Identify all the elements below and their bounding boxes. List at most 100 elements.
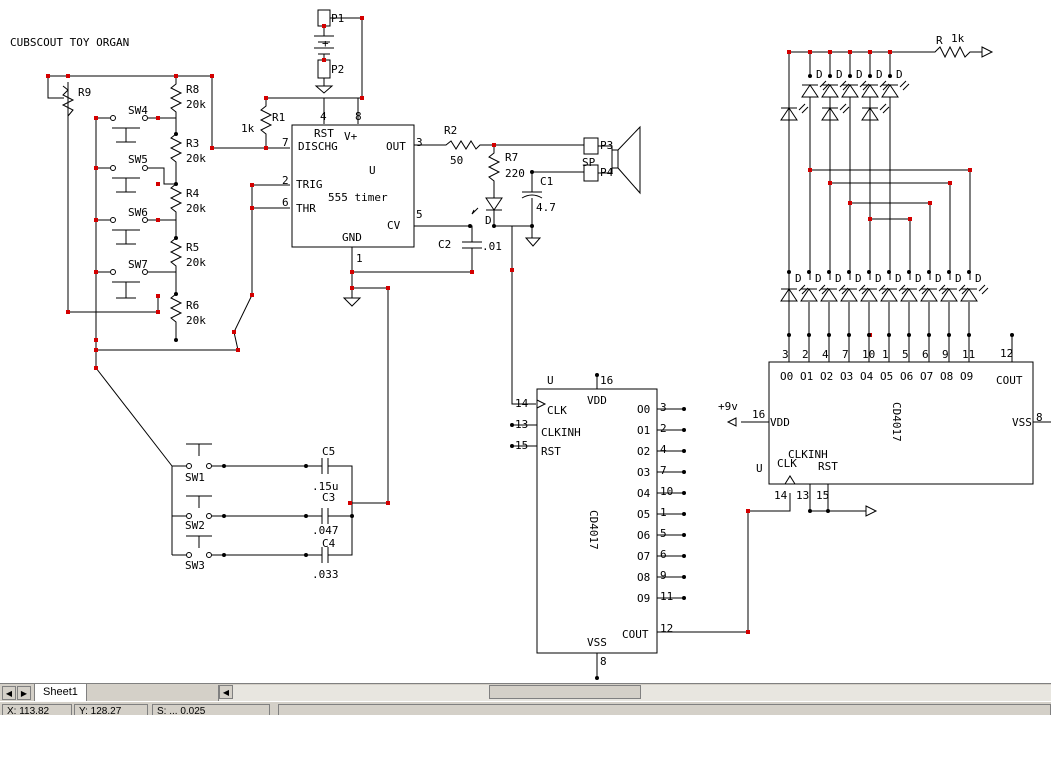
u1-output-label: O6	[637, 529, 650, 542]
u2-output-label: O6	[900, 370, 913, 383]
svg-text:+9v: +9v	[718, 400, 738, 413]
u1-output-pin: 6	[660, 548, 667, 561]
led-label: D	[815, 272, 822, 285]
scroll-left-button[interactable]: ◀	[219, 685, 233, 699]
led-label: D	[856, 68, 863, 81]
r8-label: R8	[186, 83, 199, 96]
status-snap: S: ... 0.025	[152, 704, 270, 716]
svg-text:VDD: VDD	[587, 394, 607, 407]
range-switches	[95, 367, 353, 563]
status-y-coord: Y: 128.27	[74, 704, 148, 716]
status-bar: X: 113.82 Y: 128.27 S: ... 0.025	[0, 701, 1051, 716]
led-label: D	[875, 272, 882, 285]
first-sheet-button[interactable]: ◀	[2, 686, 16, 700]
svg-text:CLKINH: CLKINH	[788, 448, 828, 461]
speaker-icon	[583, 125, 641, 195]
sw4-label: SW4	[128, 104, 148, 117]
led-label: D	[795, 272, 802, 285]
junction-dots	[46, 16, 1014, 680]
svg-text:CLKINH: CLKINH	[541, 426, 581, 439]
u1-output-label: O9	[637, 592, 650, 605]
u1-output-pin: 4	[660, 443, 667, 456]
u2-output-pin: 7	[842, 348, 849, 361]
led-diode: D	[940, 272, 969, 302]
sw7-label: SW7	[128, 258, 148, 271]
svg-text:4: 4	[320, 110, 327, 123]
p1-label: P1	[331, 12, 344, 25]
status-x-coord: X: 113.82	[2, 704, 72, 716]
svg-text:C1: C1	[540, 175, 553, 188]
led-label: D	[975, 272, 982, 285]
svg-text:1k: 1k	[951, 32, 965, 45]
u2-output-pin: 5	[902, 348, 909, 361]
u1-output-label: O5	[637, 508, 650, 521]
svg-text:R: R	[936, 34, 943, 47]
schematic-title: CUBSCOUT TOY ORGAN	[10, 36, 129, 49]
r9-label: R9	[78, 86, 91, 99]
svg-text:D: D	[485, 214, 492, 227]
u2-output-pin: 4	[822, 348, 829, 361]
led-label: D	[816, 68, 823, 81]
svg-text:R7: R7	[505, 151, 518, 164]
u1-output-label: O7	[637, 550, 650, 563]
u1-output-label: O0	[637, 403, 650, 416]
svg-text:RST: RST	[314, 127, 334, 140]
led-label: D	[935, 272, 942, 285]
u2-output-pin: 10	[862, 348, 875, 361]
svg-text:16: 16	[752, 408, 765, 421]
led-column-wires	[788, 97, 971, 335]
svg-text:THR: THR	[296, 202, 316, 215]
u2-output-label: O5	[880, 370, 893, 383]
u2-output-label: O0	[780, 370, 793, 383]
svg-text:R2: R2	[444, 124, 457, 137]
u1-output-pin: 11	[660, 590, 673, 603]
u2-output-label: O4	[860, 370, 874, 383]
u2-output-label: O1	[800, 370, 813, 383]
svg-text:OUT: OUT	[386, 140, 406, 153]
schematic-canvas[interactable]: CUBSCOUT TOY ORGAN R9 R8 20k R3 20k R4 2…	[0, 0, 1051, 683]
u2-output-pin: 6	[922, 348, 929, 361]
empty-area	[0, 715, 1051, 768]
u1-output-pin: 1	[660, 506, 667, 519]
svg-text:DISCHG: DISCHG	[298, 140, 338, 153]
led-diode: D	[900, 272, 929, 302]
u1-output-label: O3	[637, 466, 650, 479]
tab-sheet1[interactable]: Sheet1	[34, 684, 87, 702]
u1-output-pin: 9	[660, 569, 667, 582]
horizontal-scrollbar[interactable]: ◀	[218, 685, 1051, 701]
svg-text:50: 50	[450, 154, 463, 167]
svg-text:SW3: SW3	[185, 559, 205, 572]
u1-output-label: O8	[637, 571, 650, 584]
timer-wiring	[342, 140, 584, 504]
scrollbar-thumb[interactable]	[489, 685, 641, 699]
svg-text:VSS: VSS	[1012, 416, 1032, 429]
svg-text:RST: RST	[818, 460, 838, 473]
svg-text:C4: C4	[322, 537, 336, 550]
led-label: D	[955, 272, 962, 285]
r3-label: R3	[186, 137, 199, 150]
last-sheet-button[interactable]: ▶	[17, 686, 31, 700]
svg-text:12: 12	[1000, 347, 1013, 360]
led-diode	[780, 103, 809, 121]
svg-text:CLK: CLK	[777, 457, 797, 470]
svg-text:CLK: CLK	[547, 404, 567, 417]
schematic-drawing[interactable]: CUBSCOUT TOY ORGAN R9 R8 20k R3 20k R4 2…	[0, 0, 1051, 683]
r6-label: R6	[186, 299, 199, 312]
u1-output-label: O2	[637, 445, 650, 458]
svg-text:CV: CV	[387, 219, 401, 232]
cd4017-u2-body	[768, 361, 1034, 485]
svg-text:7: 7	[282, 136, 289, 149]
svg-text:8: 8	[355, 110, 362, 123]
timer-555-body	[291, 124, 415, 248]
svg-text:C2: C2	[438, 238, 451, 251]
u2-output-label: O2	[820, 370, 833, 383]
u2-output-label: O3	[840, 370, 853, 383]
svg-text:VDD: VDD	[770, 416, 790, 429]
svg-text:220: 220	[505, 167, 525, 180]
svg-text:P4: P4	[600, 166, 614, 179]
sw6-label: SW6	[128, 206, 148, 219]
u2-output-label: O8	[940, 370, 953, 383]
svg-text:SW1: SW1	[185, 471, 205, 484]
r8-value: 20k	[186, 98, 206, 111]
svg-text:U: U	[547, 374, 554, 387]
